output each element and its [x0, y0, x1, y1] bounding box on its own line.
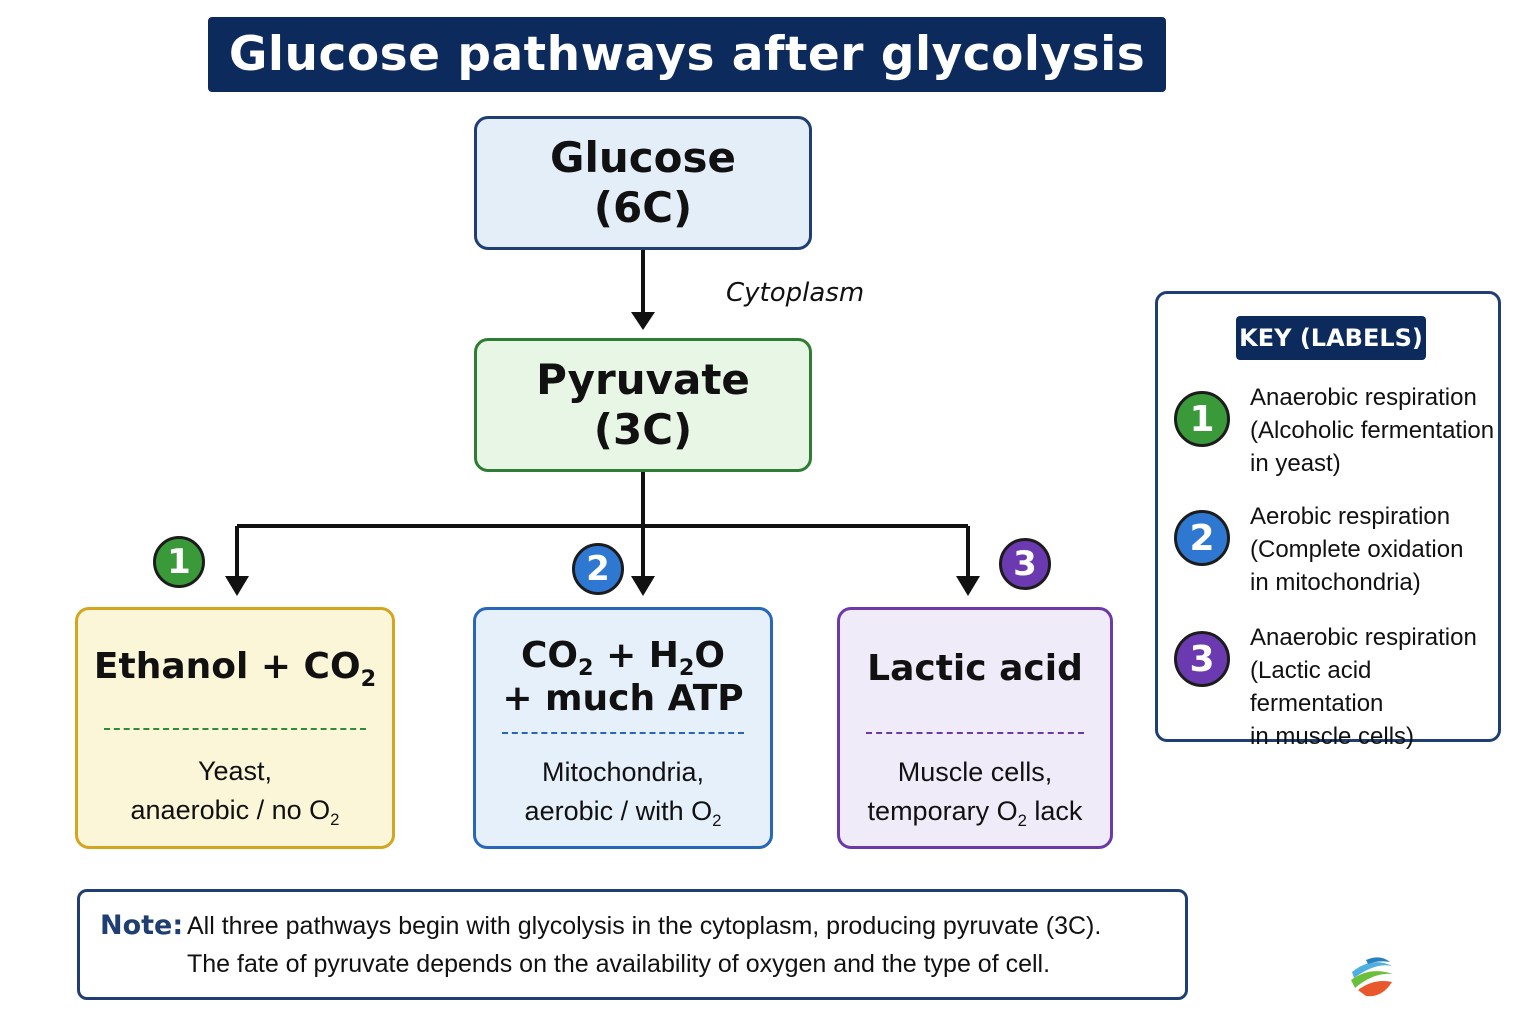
- step-badge-3: 3: [999, 538, 1051, 590]
- arrowhead-pyruvate: [631, 312, 655, 330]
- aerobic-product-line2: + much ATP: [502, 678, 744, 719]
- aerobic-detail-2: aerobic / with O2: [524, 796, 722, 830]
- glucose-carbons: (6C): [593, 183, 693, 232]
- key-badge-2: 2: [1174, 510, 1230, 566]
- key-badge-1: 1: [1174, 391, 1230, 447]
- outcome-aerobic-box: CO2 + H2O + much ATP Mitochondria, aerob…: [473, 607, 773, 849]
- glucose-label: Glucose: [549, 133, 736, 182]
- step-badge-1: 1: [153, 536, 205, 588]
- title-banner: Glucose pathways after glycolysis: [208, 17, 1166, 92]
- note-box: Note: All three pathways begin with glyc…: [77, 889, 1188, 1000]
- dashed-divider: [502, 732, 744, 734]
- cytoplasm-label: Cytoplasm: [726, 278, 865, 308]
- ethanol-detail-1: Yeast,: [197, 756, 273, 786]
- lactic-detail-2: temporary O2 lack: [867, 796, 1083, 830]
- key-legend: KEY (LABELS) 1 Anaerobic respiration (Al…: [1155, 291, 1501, 750]
- outcome-lactic-box: Lactic acid Muscle cells, temporary O2 l…: [837, 607, 1113, 849]
- pyruvate-carbons: (3C): [593, 405, 693, 454]
- key-text-1: Anaerobic respiration (Alcoholic ferment…: [1250, 384, 1495, 477]
- dashed-divider: [104, 728, 366, 730]
- pyruvate-node: Pyruvate (3C): [474, 338, 812, 472]
- arrowhead-branch-2: [631, 576, 655, 596]
- lactic-detail-1: Muscle cells,: [897, 757, 1053, 787]
- diagram-title: Glucose pathways after glycolysis: [228, 27, 1146, 82]
- arrowhead-branch-3: [956, 576, 980, 596]
- note-label: Note:: [100, 910, 184, 941]
- note-line-2: The fate of pyruvate depends on the avai…: [187, 950, 1051, 978]
- aerobic-detail-1: Mitochondria,: [541, 757, 705, 787]
- ethanol-product: Ethanol + CO2: [93, 646, 377, 692]
- key-text-3: Anaerobic respiration (Lactic acid ferme…: [1250, 624, 1477, 750]
- ethanol-detail-2: anaerobic / no O2: [130, 795, 340, 829]
- key-heading: KEY (LABELS): [1236, 316, 1426, 360]
- step-badge-2: 2: [572, 543, 624, 595]
- key-text-2: Aerobic respiration (Complete oxidation …: [1250, 503, 1464, 596]
- note-line-1: All three pathways begin with glycolysis…: [187, 912, 1102, 940]
- outcome-ethanol-box: Ethanol + CO2 Yeast, anaerobic / no O2: [75, 607, 395, 849]
- pyruvate-label: Pyruvate: [536, 355, 750, 404]
- logo-icon: [1350, 952, 1394, 997]
- aerobic-product-line1: CO2 + H2O: [520, 635, 726, 681]
- glucose-node: Glucose (6C): [474, 116, 812, 250]
- arrowhead-branch-1: [225, 576, 249, 596]
- lactic-product: Lactic acid: [867, 648, 1083, 689]
- dashed-divider: [866, 732, 1084, 734]
- key-badge-3: 3: [1174, 631, 1230, 687]
